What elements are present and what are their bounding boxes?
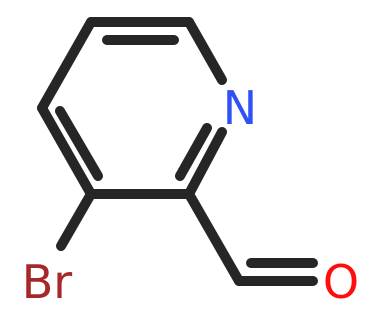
- atom-label-bromine: Br: [22, 255, 73, 309]
- bond-c4-c5: [37, 17, 96, 113]
- bond-c6-n: [184, 17, 227, 85]
- bond-c2-cho: [184, 189, 244, 286]
- bond-c3-c4: [37, 103, 96, 199]
- bond-n-c2-inner: [175, 123, 212, 181]
- bond-c3-c4-inner: [55, 106, 103, 181]
- bond-c3-br: [56, 189, 96, 251]
- atom-label-nitrogen: N: [223, 81, 257, 135]
- atom-label-oxygen: O: [323, 255, 359, 309]
- bond-n-c2: [184, 127, 227, 199]
